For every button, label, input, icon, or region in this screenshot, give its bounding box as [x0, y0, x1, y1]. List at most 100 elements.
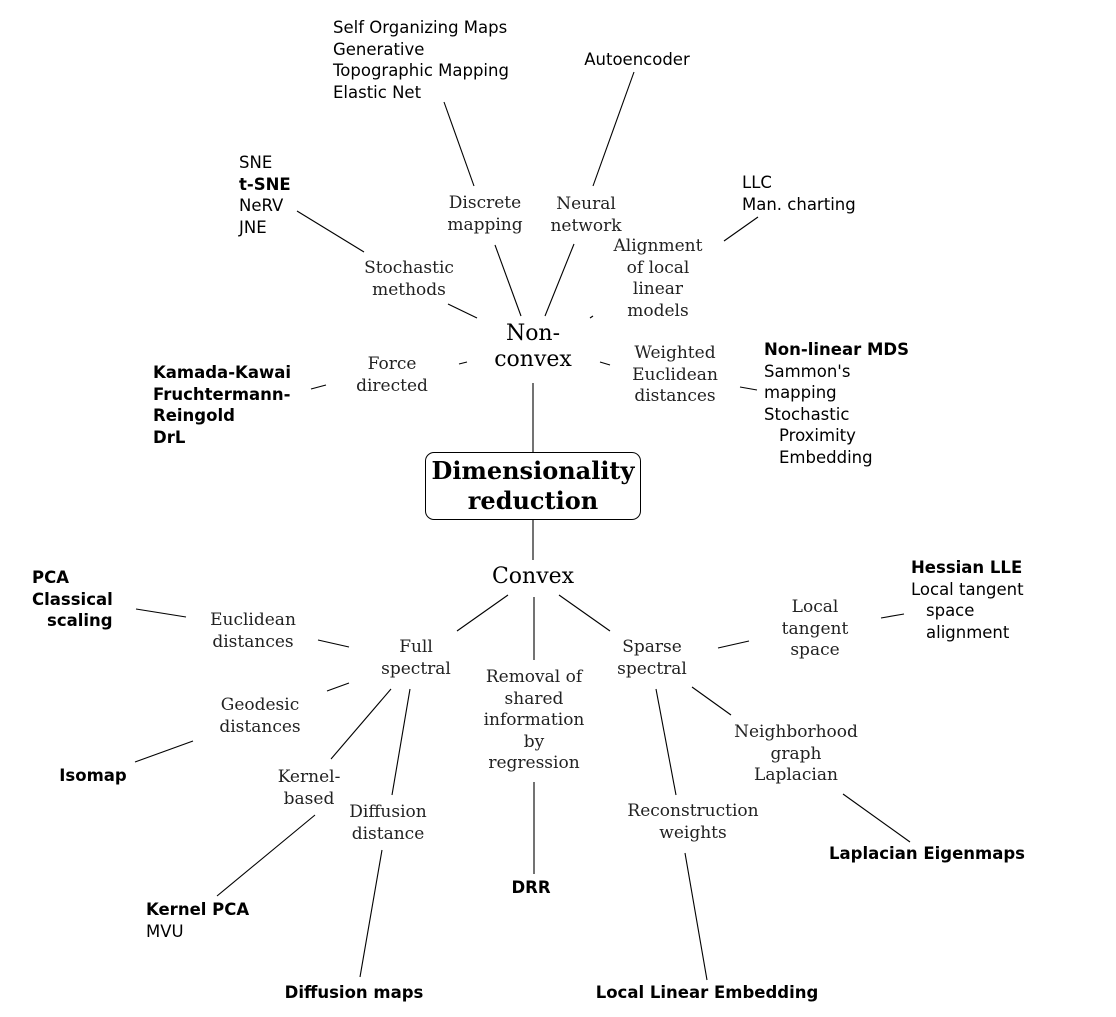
mds-algorithms-line: Embedding [779, 447, 873, 467]
euclidean-distances-node-line: distances [212, 631, 294, 652]
connector-line [317, 639, 350, 648]
removal-node-line: by [523, 731, 545, 752]
connector-line [558, 594, 611, 632]
mds-algorithms-line: Proximity [779, 426, 856, 445]
local-tangent-space-node-line: Local [791, 597, 839, 617]
hlle-algorithms-line: space [926, 601, 975, 620]
geodesic-distances-node-line: Geodesic [220, 695, 300, 715]
isomap-algorithm-line: Isomap [59, 766, 127, 785]
connector-line [134, 740, 194, 763]
lle-algorithm-line: Local Linear Embedding [595, 983, 819, 1002]
alignment-node-line: Alignment [613, 236, 703, 256]
removal-node-line: Removal of [485, 667, 583, 687]
connector-line [842, 793, 911, 843]
stochastic-methods-node-line: Stochastic [364, 258, 454, 278]
neural-network-node-line: network [550, 215, 622, 236]
sne-algorithms-line: t-SNE [239, 174, 291, 194]
nonconvex-category: Non-convex [494, 321, 572, 373]
local-tangent-space-node-line: tangent [781, 618, 849, 639]
connector-line [310, 384, 327, 390]
diffusion-maps-algorithm: Diffusion maps [285, 982, 424, 1004]
nonconvex-category-line: convex [494, 347, 572, 372]
kpca-algorithms-line: MVU [146, 921, 184, 941]
lle-algorithm: Local Linear Embedding [596, 982, 819, 1004]
root-line: Dimensionality [431, 456, 635, 485]
som-algorithms-line: Generative [333, 39, 425, 59]
autoencoder-algorithm-line: Autoencoder [584, 50, 690, 69]
connector-line [359, 849, 383, 978]
kernel-based-node-line: Kernel- [277, 767, 341, 787]
alignment-node-line: linear [632, 279, 684, 299]
sne-algorithms-line: SNE [239, 153, 273, 172]
connector-line [589, 315, 594, 319]
kamada-algorithms-line: Reingold [153, 406, 235, 425]
som-algorithms-line: Self Organizing Maps [333, 18, 508, 37]
hlle-algorithms-line: Local tangent [911, 579, 1024, 599]
removal-node-line: regression [488, 753, 580, 773]
reconstruction-weights-node-line: Reconstruction [627, 801, 759, 821]
pca-algorithms-line: Classical [32, 589, 113, 609]
laplacian-eigenmaps-algorithm: Laplacian Eigenmaps [829, 843, 1025, 865]
pca-algorithms-line: PCA [32, 568, 69, 587]
local-tangent-space-node-line: space [790, 640, 840, 660]
hlle-algorithms-line: alignment [926, 622, 1010, 642]
alignment-node-line: of local [626, 257, 690, 278]
force-directed-node-line: Force [367, 354, 417, 374]
connector-line [326, 682, 350, 692]
pca-algorithms-line: scaling [47, 611, 113, 630]
connector-line [592, 71, 635, 187]
connector-line [447, 303, 478, 319]
connector-line [655, 688, 677, 796]
force-directed-node-line: directed [356, 375, 428, 396]
geodesic-distances-node-line: distances [219, 716, 301, 737]
discrete-mapping-node-line: mapping [447, 214, 523, 235]
connector-line [717, 640, 750, 649]
kpca-algorithms-line: Kernel PCA [146, 900, 250, 919]
mds-algorithms-line: mapping [764, 383, 837, 402]
connector-line [723, 216, 759, 242]
convex-category-line: Convex [491, 564, 575, 589]
hlle-algorithms-line: Hessian LLE [911, 558, 1023, 577]
diffusion-distance-node-line: Diffusion [349, 802, 427, 822]
weighted-euclidean-node-line: distances [634, 386, 716, 406]
weighted-euclidean-node-line: Euclidean [632, 364, 718, 385]
kamada-algorithms-line: Kamada-Kawai [153, 363, 291, 382]
removal-node-line: shared [504, 688, 564, 709]
euclidean-distances-node-line: Euclidean [210, 610, 296, 630]
root-line: reduction [467, 486, 599, 515]
neighborhood-graph-node-line: Neighborhood [734, 722, 858, 742]
connector-line [135, 608, 187, 618]
sparse-spectral-node-line: Sparse [622, 637, 682, 657]
som-algorithms-line: Topographic Mapping [333, 61, 509, 80]
diffusion-maps-algorithm-line: Diffusion maps [284, 983, 424, 1002]
root-node: Dimensionality reduction [425, 452, 641, 520]
connector-line [544, 243, 575, 317]
full-spectral-node-line: spectral [381, 658, 451, 679]
mds-algorithms-line: Non-linear MDS [764, 340, 910, 359]
sne-algorithms-line: JNE [239, 217, 267, 237]
connector-line [691, 686, 732, 716]
drr-algorithm-line: DRR [511, 878, 551, 897]
diffusion-distance-node-line: distance [351, 823, 425, 844]
som-algorithms-line: Elastic Net [333, 82, 422, 102]
pca-algorithms: PCA Classical scaling [32, 567, 113, 632]
alignment-node-line: models [627, 300, 689, 321]
mds-algorithms-line: Stochastic [764, 404, 850, 424]
weighted-euclidean-node-line: Weighted [634, 343, 716, 363]
convex-category: Convex [492, 564, 574, 590]
mds-algorithms-line: Sammon's [764, 361, 851, 381]
kamada-algorithms-line: Fruchtermann- [153, 384, 291, 404]
